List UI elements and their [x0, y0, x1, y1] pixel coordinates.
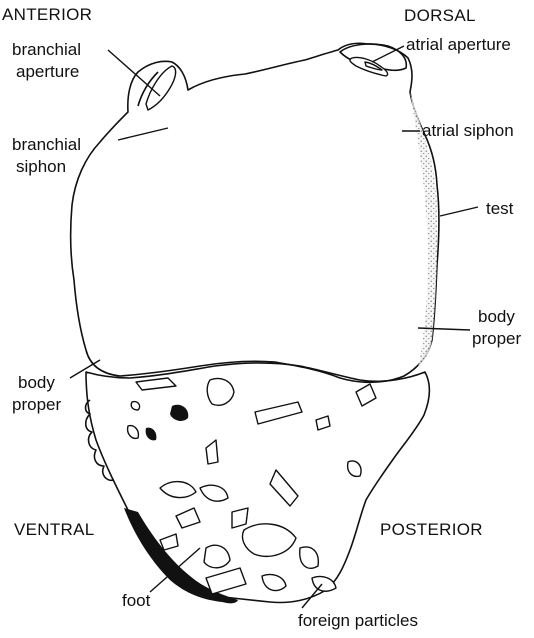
foreign-particle-dark	[146, 428, 157, 441]
leader-branchial-siphon	[118, 128, 168, 140]
label-ventral: VENTRAL	[14, 520, 95, 539]
label-atrial-aperture: atrial aperture	[406, 35, 511, 54]
foreign-particle	[206, 568, 246, 594]
label-atrial-siphon: atrial siphon	[422, 121, 514, 140]
test-outline	[71, 43, 439, 382]
foreign-particle	[136, 378, 176, 390]
label-branchial-siphon-line1: branchial	[12, 135, 81, 154]
foreign-particle	[270, 470, 298, 506]
label-body-proper-left-line1: body	[18, 373, 55, 392]
label-body-proper-right-line2: proper	[472, 329, 521, 348]
leader-branchial-aperture	[108, 50, 160, 96]
foot-outline	[86, 363, 429, 603]
foreign-particle	[206, 440, 218, 464]
foreign-particle	[312, 576, 336, 591]
foreign-particle	[242, 524, 296, 556]
body-proper	[71, 43, 439, 382]
label-anterior: ANTERIOR	[2, 5, 92, 24]
label-posterior: POSTERIOR	[380, 520, 483, 539]
foreign-particle-dark	[170, 405, 188, 421]
leader-body-proper-left	[70, 360, 100, 378]
foot	[86, 363, 430, 603]
label-branchial-siphon-line2: siphon	[16, 157, 66, 176]
foreign-particle	[348, 461, 361, 476]
foreign-particle	[131, 402, 139, 410]
label-body-proper-right-line1: body	[478, 307, 515, 326]
foreign-particle	[204, 545, 230, 567]
foreign-particle	[262, 574, 286, 590]
foreign-particle	[316, 416, 330, 430]
label-foot: foot	[122, 591, 151, 610]
foreign-particle	[232, 508, 248, 528]
label-branchial-aperture-line1: branchial	[12, 40, 81, 59]
leader-foreign-particles	[302, 584, 322, 608]
foreign-particle	[300, 547, 319, 568]
leader-atrial-aperture	[372, 46, 404, 62]
label-dorsal: DORSAL	[404, 6, 476, 25]
foreign-particle	[128, 426, 139, 439]
label-branchial-aperture-line2: aperture	[16, 62, 79, 81]
foreign-particle	[160, 482, 196, 498]
foreign-particle	[200, 485, 228, 501]
label-foreign-particles: foreign particles	[298, 611, 418, 630]
label-test: test	[486, 199, 514, 218]
foreign-particle	[176, 508, 200, 528]
foreign-particle	[255, 402, 302, 424]
foreign-particle	[160, 534, 178, 550]
leader-test	[440, 207, 478, 216]
foreign-particle	[207, 379, 234, 406]
label-body-proper-left-line2: proper	[12, 395, 61, 414]
foreign-particle	[356, 384, 376, 406]
